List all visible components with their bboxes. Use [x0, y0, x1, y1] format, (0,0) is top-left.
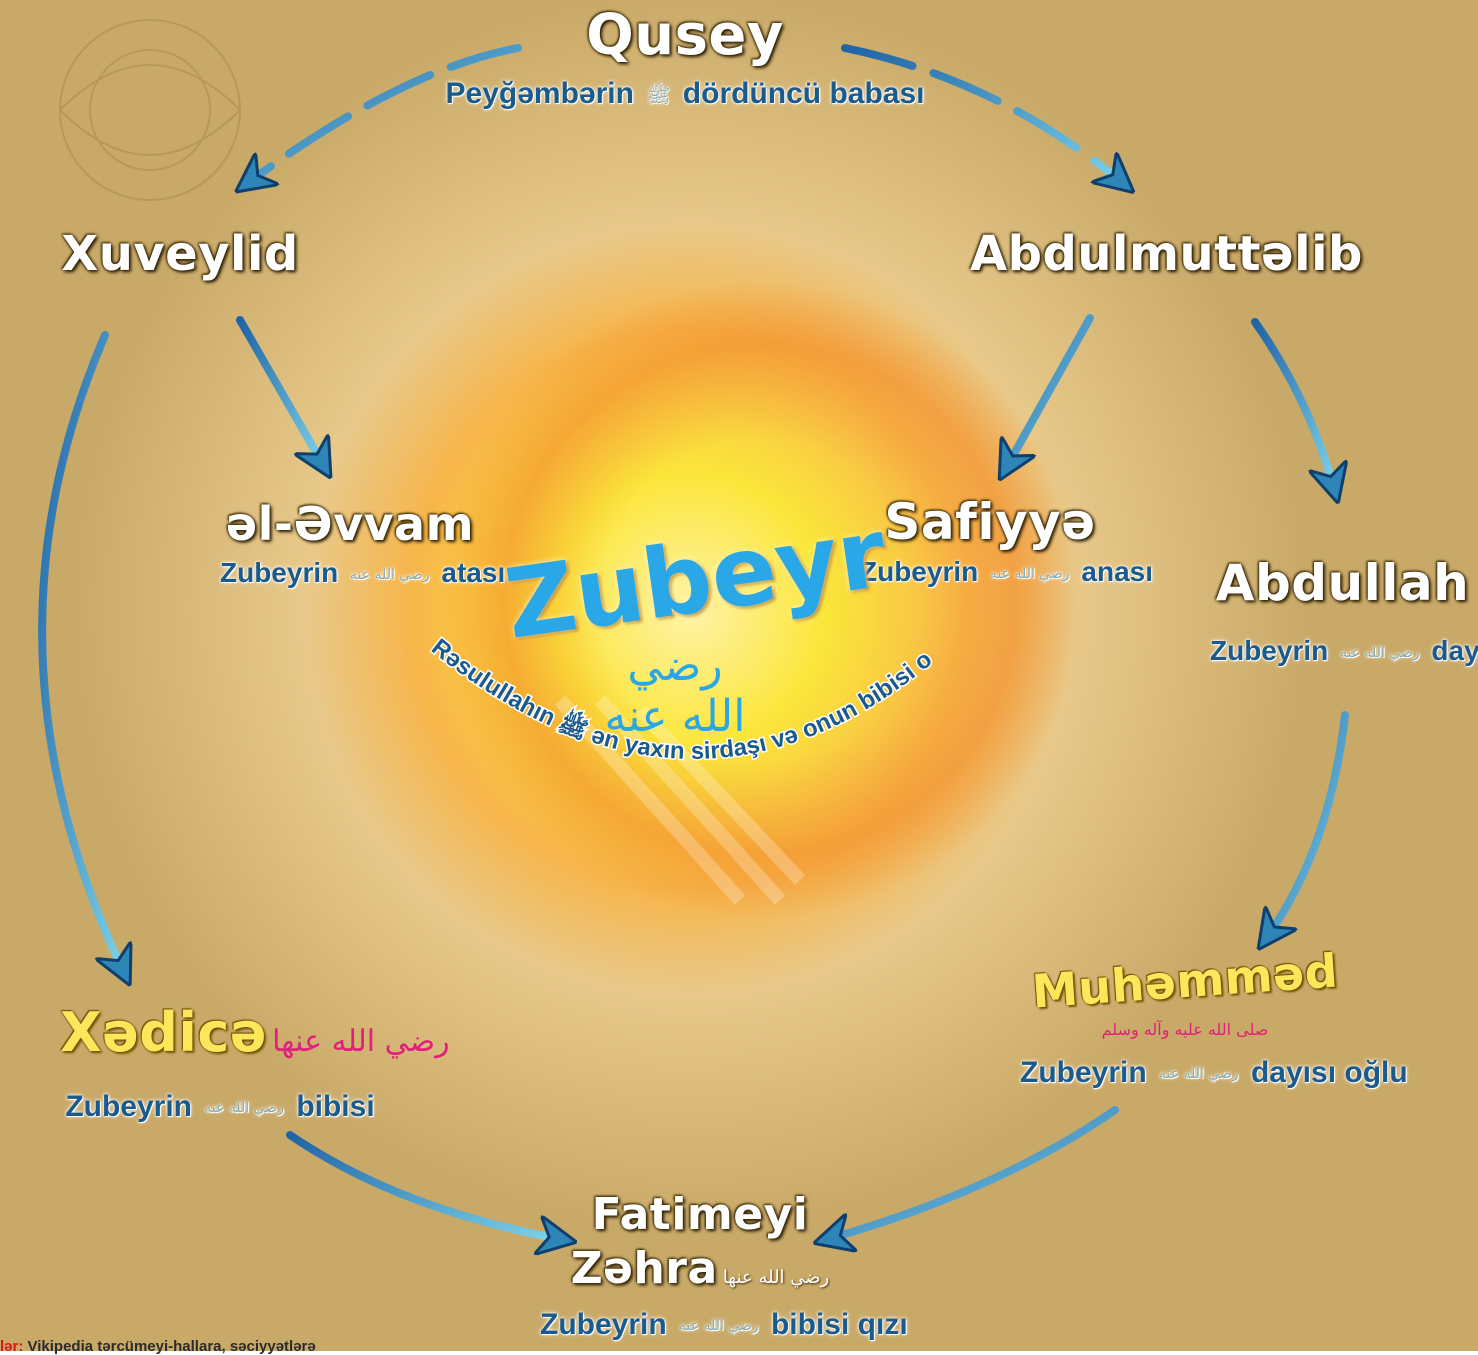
fatima-honor-icon: رضي الله عنها: [722, 1267, 830, 1288]
arrow-xuveylid-avvam: [236, 316, 325, 468]
arrow-abdullah-muhammad: [1265, 711, 1349, 940]
abdullah-sub-post: dayısı: [1431, 635, 1478, 666]
node-xuveylid: Xuveylid: [60, 222, 300, 286]
xadica-name: Xədicə: [60, 1001, 268, 1064]
companion-honor-icon: رضي الله عنه: [990, 565, 1070, 582]
qusey-sub-post: dördüncü babası: [682, 77, 925, 110]
avvam-sub-pre: Zubeyrin: [220, 557, 339, 588]
companion-honor-icon: رضي الله عنه: [1340, 644, 1420, 661]
fatima-sub-post: bibisi qızı: [770, 1308, 908, 1341]
avvam-subtitle: Zubeyrin رضي الله عنه atası: [220, 553, 505, 595]
xadica-sub-post: bibisi: [296, 1090, 375, 1123]
xuveylid-name: Xuveylid: [61, 226, 299, 282]
abdullah-name: Abdullah: [1215, 554, 1470, 612]
avvam-sub-post: atası: [441, 557, 506, 588]
footer-text: Vikipedia tərcümeyi-hallara, səciyyətlər…: [27, 1338, 316, 1355]
arrow-abdulmuttalib-safiyya: [1005, 314, 1094, 470]
qusey-subtitle: Peyğəmbərin ﷺ dördüncü babası: [440, 72, 930, 117]
muhammad-subtitle: Zubeyrin رضي الله عنه dayısı oğlu: [1020, 1053, 1408, 1094]
abdulmuttalib-name: Abdulmuttəlib: [970, 226, 1363, 282]
prophet-honor-icon: ﷺ: [646, 83, 671, 108]
qusey-sub-pre: Peyğəmbərin: [445, 77, 634, 110]
xadica-honor-icon: رضي الله عنها: [272, 1024, 450, 1059]
qusey-name: Qusey: [586, 3, 784, 68]
safiyya-sub-post: anası: [1081, 556, 1154, 587]
footer-note: lər: Vikipedia tərcümeyi-hallara, səciyy…: [0, 1338, 316, 1355]
node-safiyya: Safiyyə Zubeyrin رضي الله عنه anası: [860, 490, 1153, 592]
node-qusey: Qusey Peyğəmbərin ﷺ dördüncü babası: [440, 0, 930, 117]
xadica-sub-pre: Zubeyrin: [65, 1090, 193, 1123]
node-avvam: əl-Əvvam Zubeyrin رضي الله عنه atası: [220, 495, 505, 595]
arrow-abdulmuttalib-abdullah: [1251, 318, 1335, 492]
safiyya-sub-pre: Zubeyrin: [860, 556, 979, 587]
fatima-name-line1: Fatimeyi: [591, 1189, 809, 1240]
fatima-sub-pre: Zubeyrin: [540, 1308, 667, 1341]
companion-honor-icon: رضي الله عنه: [350, 566, 430, 583]
arrow-muhammad-fatima: [825, 1106, 1119, 1240]
node-abdullah: Abdullah Zubeyrin رضي الله عنه dayısı: [1210, 550, 1478, 688]
arrow-qusey-abdulmuttalib: [841, 44, 1125, 185]
companion-honor-icon: رضي الله عنه: [1159, 1066, 1239, 1083]
safiyya-subtitle: Zubeyrin رضي الله عنه anası: [860, 554, 1153, 592]
safiyya-name: Safiyyə: [884, 493, 1096, 551]
node-xadica: Xədicə رضي الله عنها Zubeyrin رضي الله ع…: [60, 1000, 450, 1136]
muhammad-sub-post: dayısı oğlu: [1250, 1056, 1408, 1089]
avvam-name: əl-Əvvam: [225, 497, 475, 551]
node-muhammad: Muhəmməd صلى الله عليه وآله وسلم Zubeyri…: [1020, 943, 1408, 1094]
node-abdulmuttalib: Abdulmuttəlib: [970, 222, 1363, 286]
xadica-subtitle: Zubeyrin رضي الله عنه bibisi: [60, 1079, 380, 1136]
fatima-name-line2: Zəhra: [570, 1243, 718, 1294]
companion-honor-icon: رضي الله عنه: [679, 1318, 759, 1335]
fatima-title-line2: Zəhra رضي الله عنها: [540, 1242, 860, 1305]
abdullah-subtitle: Zubeyrin رضي الله عنه dayısı: [1210, 616, 1478, 688]
muhammad-honor-icon: صلى الله عليه وآله وسلم: [1101, 1020, 1269, 1039]
companion-honor-icon: رضي الله عنه: [204, 1100, 284, 1117]
xadica-title: Xədicə رضي الله عنها: [60, 1000, 450, 1079]
center-honor-icon: رضي الله عنه: [604, 640, 746, 742]
arrow-xuveylid-xadica: [38, 331, 125, 975]
arrow-xadica-fatima: [286, 1131, 565, 1240]
abdullah-sub-pre: Zubeyrin: [1210, 635, 1329, 666]
footer-prefix: lər:: [0, 1338, 24, 1355]
muhammad-sub-pre: Zubeyrin: [1020, 1056, 1147, 1089]
fatima-subtitle: Zubeyrin رضي الله عنه bibisi qızı: [540, 1305, 908, 1346]
node-fatima: Fatimeyi Zəhra رضي الله عنها Zubeyrin رض…: [540, 1188, 908, 1346]
arrow-qusey-xuveylid: [245, 44, 522, 185]
